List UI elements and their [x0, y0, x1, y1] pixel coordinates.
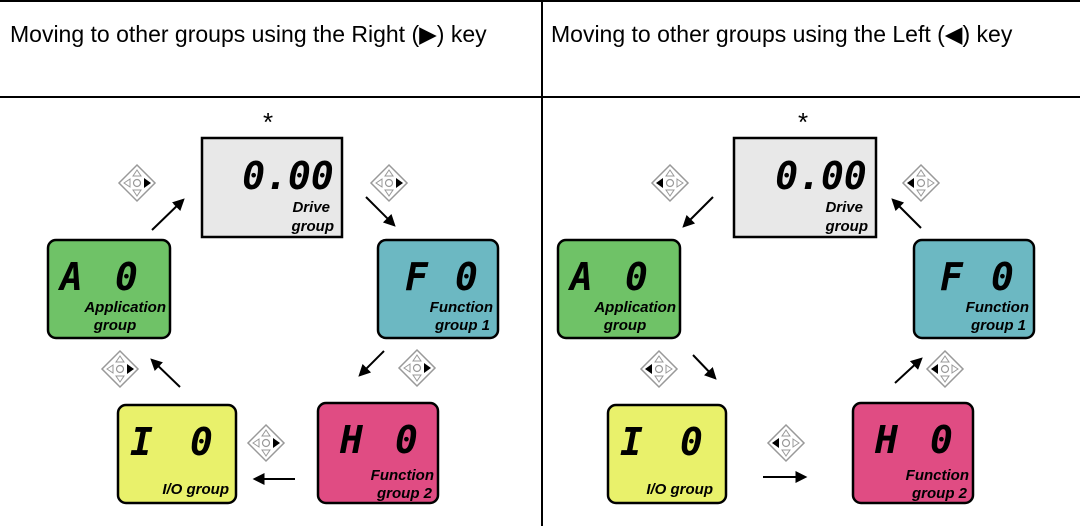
application-label-line2: group — [93, 317, 137, 334]
arrow-function1-to-drive — [891, 198, 922, 229]
arrow-drive-to-application — [682, 196, 714, 228]
right-key-pressed-icon — [246, 423, 286, 463]
right-key-pressed-icon — [369, 163, 409, 203]
arrow-function2-to-function1 — [894, 357, 923, 384]
right-key-pressed-icon — [117, 163, 157, 203]
drive-display-value: 0.00 — [242, 154, 334, 198]
drive-label-line2: group — [825, 218, 869, 235]
io-display-letter: I — [130, 420, 153, 464]
drive-group-display: 0.00 Drive group — [732, 136, 878, 239]
io-display-digit: 0 — [190, 420, 213, 464]
arrow-application-to-io — [692, 354, 717, 380]
left-key-pressed-icon — [901, 163, 941, 203]
drive-display-value: 0.00 — [775, 154, 867, 198]
function1-display-digit: 0 — [455, 255, 478, 299]
function2-display-digit: 0 — [395, 418, 418, 462]
function2-label-line2: group 2 — [376, 485, 433, 502]
io-display-letter: I — [620, 420, 643, 464]
io-group-display: I 0 I/O group — [116, 403, 238, 505]
function1-display-letter: F — [405, 255, 429, 299]
right-key-cycle-diagram: * 0.00 Drive group F 0 Function group 1 … — [46, 107, 500, 505]
application-display-digit: 0 — [115, 255, 138, 299]
arrow-drive-to-function1 — [365, 196, 396, 227]
io-label-line1: I/O group — [162, 481, 229, 498]
application-display-letter: A — [567, 255, 593, 299]
column-divider — [541, 0, 543, 526]
arrow-application-to-drive — [151, 198, 185, 231]
right-key-pressed-icon — [100, 349, 140, 389]
function-group-2-display: H 0 Function group 2 — [316, 401, 440, 505]
drive-label-line1: Drive — [292, 199, 330, 216]
io-group-display: I 0 I/O group — [606, 403, 728, 505]
function1-label-line2: group 1 — [434, 317, 490, 334]
application-group-display: A 0 Application group — [556, 238, 682, 340]
application-label-line1: Application — [83, 299, 166, 316]
function1-display-digit: 0 — [991, 255, 1014, 299]
right-key-pressed-icon — [397, 348, 437, 388]
top-border — [0, 0, 1080, 2]
function2-display-digit: 0 — [930, 418, 953, 462]
function1-display-letter: F — [940, 255, 964, 299]
right-column-title: Moving to other groups using the Left (◀… — [551, 21, 1013, 47]
left-key-pressed-icon — [766, 423, 806, 463]
function2-label-line1: Function — [906, 467, 969, 484]
left-key-cycle-diagram: * 0.00 Drive group F 0 Function group 1 … — [556, 107, 1036, 505]
application-group-display: A 0 Application group — [46, 238, 172, 340]
function1-label-line1: Function — [430, 299, 493, 316]
drive-label-line2: group — [291, 218, 335, 235]
application-display-digit: 0 — [625, 255, 648, 299]
header-divider — [0, 96, 1080, 98]
asterisk-mark: * — [798, 107, 808, 137]
function2-display-letter: H — [874, 418, 899, 462]
drive-group-display: 0.00 Drive group — [200, 136, 344, 239]
application-label-line2: group — [603, 317, 647, 334]
left-key-pressed-icon — [639, 349, 679, 389]
function1-label-line1: Function — [966, 299, 1029, 316]
left-key-pressed-icon — [650, 163, 690, 203]
arrow-function1-to-function2 — [358, 350, 385, 377]
function-group-1-display: F 0 Function group 1 — [912, 238, 1036, 340]
function1-label-line2: group 1 — [970, 317, 1026, 334]
function2-label-line1: Function — [371, 467, 434, 484]
drive-label-line1: Drive — [825, 199, 863, 216]
function-group-2-display: H 0 Function group 2 — [851, 401, 975, 505]
left-key-pressed-icon — [925, 349, 965, 389]
function2-label-line2: group 2 — [911, 485, 968, 502]
function-group-1-display: F 0 Function group 1 — [376, 238, 500, 340]
io-label-line1: I/O group — [646, 481, 713, 498]
function2-display-letter: H — [339, 418, 364, 462]
application-label-line1: Application — [593, 299, 676, 316]
asterisk-mark: * — [263, 107, 273, 137]
arrow-io-to-application — [150, 358, 181, 388]
io-display-digit: 0 — [680, 420, 703, 464]
application-display-letter: A — [57, 255, 83, 299]
left-column-title: Moving to other groups using the Right (… — [10, 21, 487, 47]
